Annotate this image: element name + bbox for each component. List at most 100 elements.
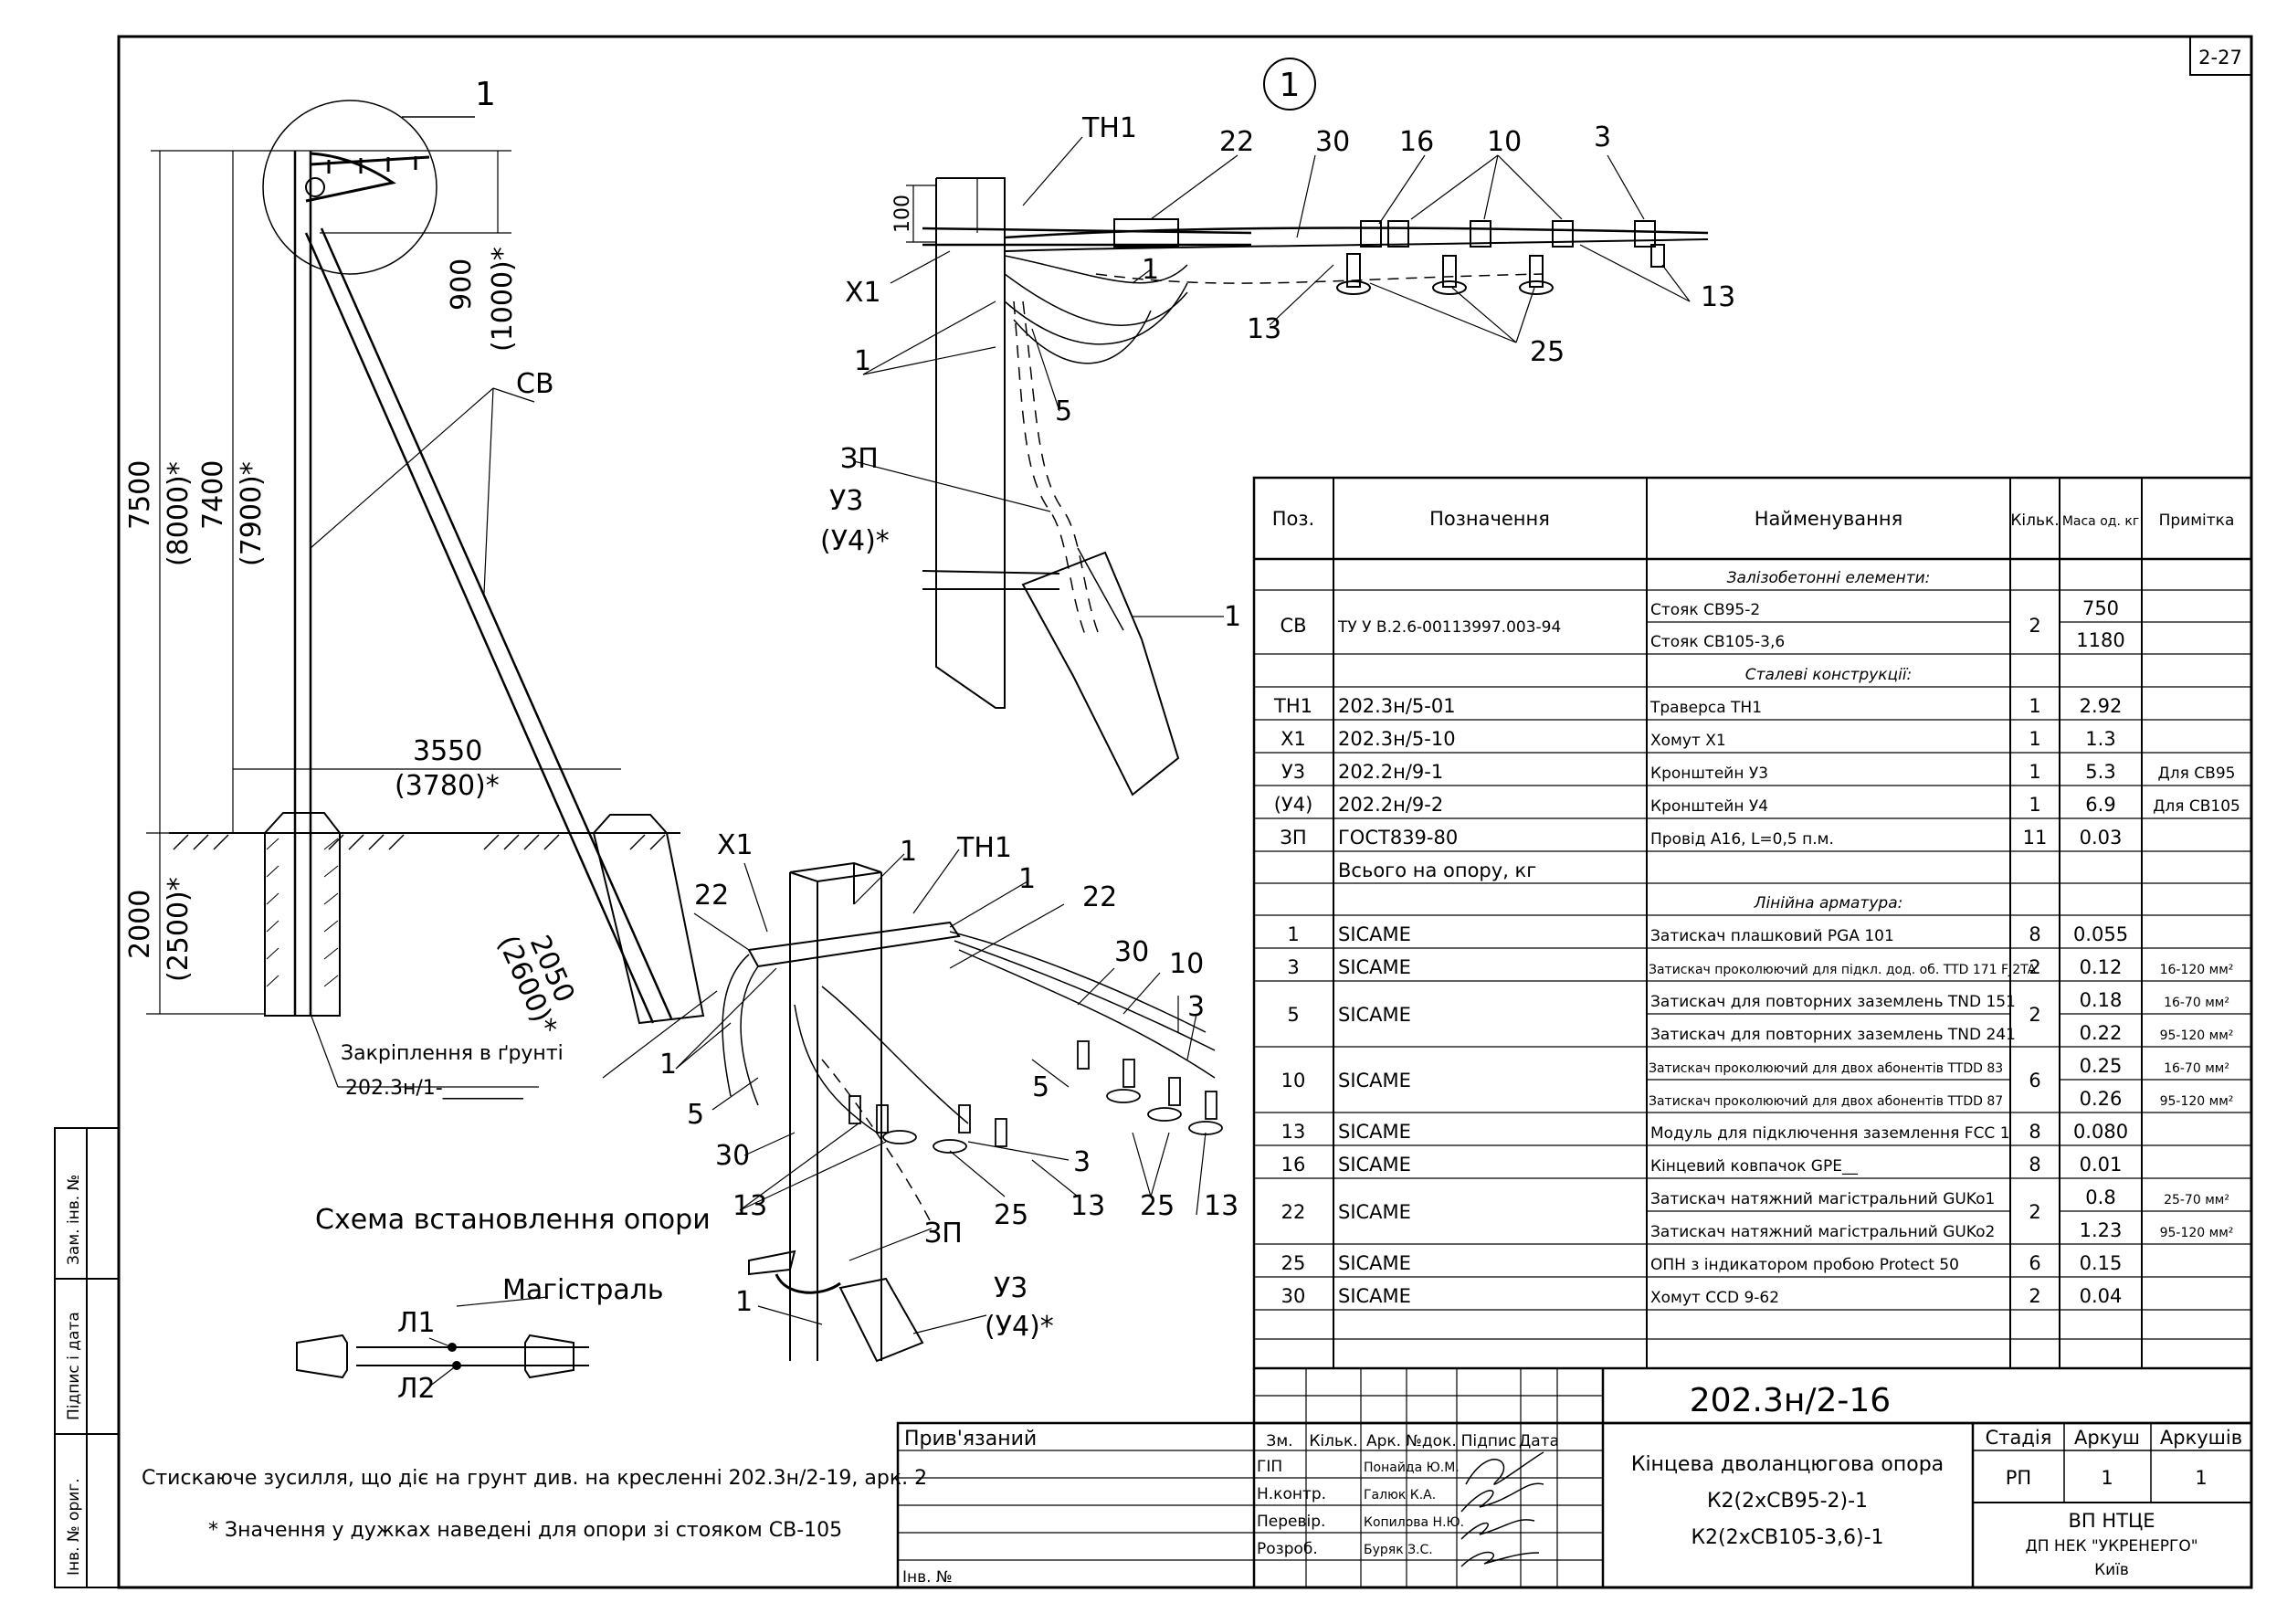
bot-label-1d: 1 bbox=[735, 1286, 753, 1318]
dim-3550: 3550 bbox=[413, 735, 482, 767]
steel-0-pos: ТН1 bbox=[1273, 695, 1312, 717]
top-label-tn1: ТН1 bbox=[1081, 112, 1137, 144]
cv-pos: СВ bbox=[1280, 615, 1306, 637]
bot-label-22b: 22 bbox=[1082, 881, 1117, 913]
lin-25-name: ОПН з індикатором пробою Protect 50 bbox=[1650, 1256, 1959, 1274]
lin-5b-mass: 0.22 bbox=[2080, 1022, 2123, 1044]
cv-item1-mass: 750 bbox=[2082, 597, 2119, 619]
side-stamp-sign: Підпис і дата bbox=[65, 1312, 83, 1420]
top-label-1c: 1 bbox=[1224, 601, 1241, 633]
sheet-value: 1 bbox=[2101, 1467, 2113, 1489]
lin-22b-note: 95-120 мм² bbox=[2160, 1226, 2234, 1240]
lin-22-qty: 2 bbox=[2029, 1201, 2040, 1223]
lin-5a-note: 16-70 мм² bbox=[2164, 996, 2229, 1010]
top-label-16: 16 bbox=[1399, 126, 1434, 158]
lin-5a-mass: 0.18 bbox=[2080, 989, 2123, 1011]
role-0: ГІП bbox=[1257, 1458, 1282, 1476]
stage-value: РП bbox=[2006, 1467, 2031, 1489]
lin-13-name: Модуль для підключення заземлення FCC 1 bbox=[1650, 1124, 2010, 1143]
lin-10b-name: Затискач проколюючий для двох абонентів … bbox=[1649, 1094, 2003, 1109]
title-block: 202.3н/2-16 Прив'язаний Інв. № Зм. Кільк… bbox=[902, 1382, 2242, 1587]
lin-13-designation: SICAME bbox=[1338, 1121, 1411, 1143]
role-2: Перевір. bbox=[1257, 1513, 1325, 1531]
steel-0-mass: 2.92 bbox=[2080, 695, 2123, 717]
lin-10-qty: 6 bbox=[2029, 1070, 2040, 1091]
lin-10a-note: 16-70 мм² bbox=[2164, 1061, 2229, 1076]
bot-label-1c: 1 bbox=[659, 1049, 677, 1081]
bot-label-1b: 1 bbox=[1018, 863, 1036, 895]
org-3: Київ bbox=[2094, 1561, 2129, 1579]
scheme-title: Схема встановлення опори bbox=[315, 1204, 711, 1236]
steel-4-designation: ГОСТ839-80 bbox=[1338, 827, 1458, 849]
lin-22-pos: 22 bbox=[1281, 1201, 1306, 1223]
lin-5-pos: 5 bbox=[1287, 1004, 1299, 1026]
note-1: Стискаюче зусилля, що діє на грунт див. … bbox=[142, 1467, 927, 1490]
signature-marks bbox=[1460, 1451, 1544, 1567]
bot-label-25a: 25 bbox=[994, 1199, 1028, 1231]
lin-16-pos: 16 bbox=[1281, 1154, 1306, 1176]
org-1: ВП НТЦЕ bbox=[2068, 1510, 2155, 1532]
steel-3-pos: (У4) bbox=[1274, 794, 1313, 816]
lin-22a-name: Затискач натяжний магістральний GUKo1 bbox=[1650, 1190, 1995, 1208]
top-label-5: 5 bbox=[1055, 395, 1072, 427]
cv-qty: 2 bbox=[2029, 615, 2040, 637]
spec-table-header: Поз. Позначення Найменування Кільк. Маса… bbox=[1272, 508, 2235, 530]
bot-label-3b: 3 bbox=[1073, 1146, 1091, 1178]
lin-3-pos: 3 bbox=[1287, 956, 1299, 978]
lin-22a-note: 25-70 мм² bbox=[2164, 1193, 2229, 1207]
lin-1-pos: 1 bbox=[1287, 923, 1299, 945]
bot-label-zp: ЗП bbox=[924, 1218, 963, 1250]
cv-item2-mass: 1180 bbox=[2076, 629, 2124, 651]
top-label-zp: ЗП bbox=[840, 443, 879, 475]
steel-4-pos: ЗП bbox=[1280, 827, 1306, 849]
top-label-25: 25 bbox=[1530, 336, 1565, 368]
role-1: Н.контр. bbox=[1257, 1485, 1326, 1503]
side-stamp bbox=[54, 1127, 120, 1588]
lin-25-mass: 0.15 bbox=[2080, 1252, 2123, 1274]
scheme-diagram bbox=[296, 1296, 589, 1387]
bot-label-5b: 5 bbox=[1032, 1071, 1049, 1103]
lin-25-designation: SICAME bbox=[1338, 1252, 1411, 1274]
dim-7500: 7500 bbox=[124, 460, 156, 530]
side-stamp-orig: Інв. № ориг. bbox=[65, 1478, 83, 1576]
lin-10-designation: SICAME bbox=[1338, 1070, 1411, 1091]
lin-10-pos: 10 bbox=[1281, 1070, 1306, 1091]
sheets-label: Аркушів bbox=[2160, 1427, 2242, 1449]
top-label-30: 30 bbox=[1315, 126, 1350, 158]
stage-label: Стадія bbox=[1986, 1427, 2052, 1449]
lin-25-qty: 6 bbox=[2029, 1252, 2040, 1274]
steel-1-mass: 1.3 bbox=[2085, 728, 2115, 750]
col-ndoc: №док. bbox=[1406, 1432, 1457, 1450]
lin-30-name: Хомут CCD 9-62 bbox=[1650, 1289, 1779, 1307]
steel-1-qty: 1 bbox=[2029, 728, 2040, 750]
section-steel: Сталеві конструкції: bbox=[1745, 666, 1913, 684]
lin-1-qty: 8 bbox=[2029, 923, 2040, 945]
top-label-x1: Х1 bbox=[845, 277, 881, 309]
bot-label-u4: (У4)* bbox=[985, 1311, 1054, 1343]
th-pos: Поз. bbox=[1272, 508, 1314, 530]
title-block-grid bbox=[896, 1367, 2253, 1589]
steel-3-note: Для СВ105 bbox=[2153, 797, 2240, 816]
cv-item2-name: Стояк СВ105-3,6 bbox=[1650, 633, 1785, 651]
lin-13-mass: 0.080 bbox=[2073, 1121, 2128, 1143]
cv-designation: ТУ У В.2.6-00113997.003-94 bbox=[1337, 618, 1561, 637]
doc-title-3: К2(2хСВ105-3,6)-1 bbox=[1691, 1526, 1883, 1549]
lin-30-designation: SICAME bbox=[1338, 1285, 1411, 1307]
section-concrete: Залізобетонні елементи: bbox=[1727, 569, 1931, 587]
doc-title-1: Кінцева дволанцюгова опора bbox=[1631, 1453, 1944, 1476]
ground-fix-ref: 202.3н/1-________ bbox=[345, 1077, 524, 1100]
total-label: Всього на опору, кг bbox=[1338, 859, 1536, 881]
detail-top-drawing bbox=[853, 58, 1709, 796]
lin-10a-name: Затискач проколюючий для двох абонентів … bbox=[1649, 1061, 2003, 1076]
lin-5b-name: Затискач для повторних заземлень TND 241 bbox=[1650, 1026, 2016, 1044]
col-pidpys: Підпис bbox=[1461, 1432, 1517, 1450]
doc-code: 202.3н/2-16 bbox=[1690, 1382, 1891, 1419]
bot-label-1a: 1 bbox=[900, 836, 917, 868]
lin-10b-note: 95-120 мм² bbox=[2160, 1094, 2234, 1109]
steel-2-qty: 1 bbox=[2029, 761, 2040, 783]
th-name: Найменування bbox=[1755, 508, 1903, 530]
doc-title-2: К2(2хСВ95-2)-1 bbox=[1707, 1490, 1868, 1513]
bot-label-30b: 30 bbox=[715, 1140, 750, 1172]
